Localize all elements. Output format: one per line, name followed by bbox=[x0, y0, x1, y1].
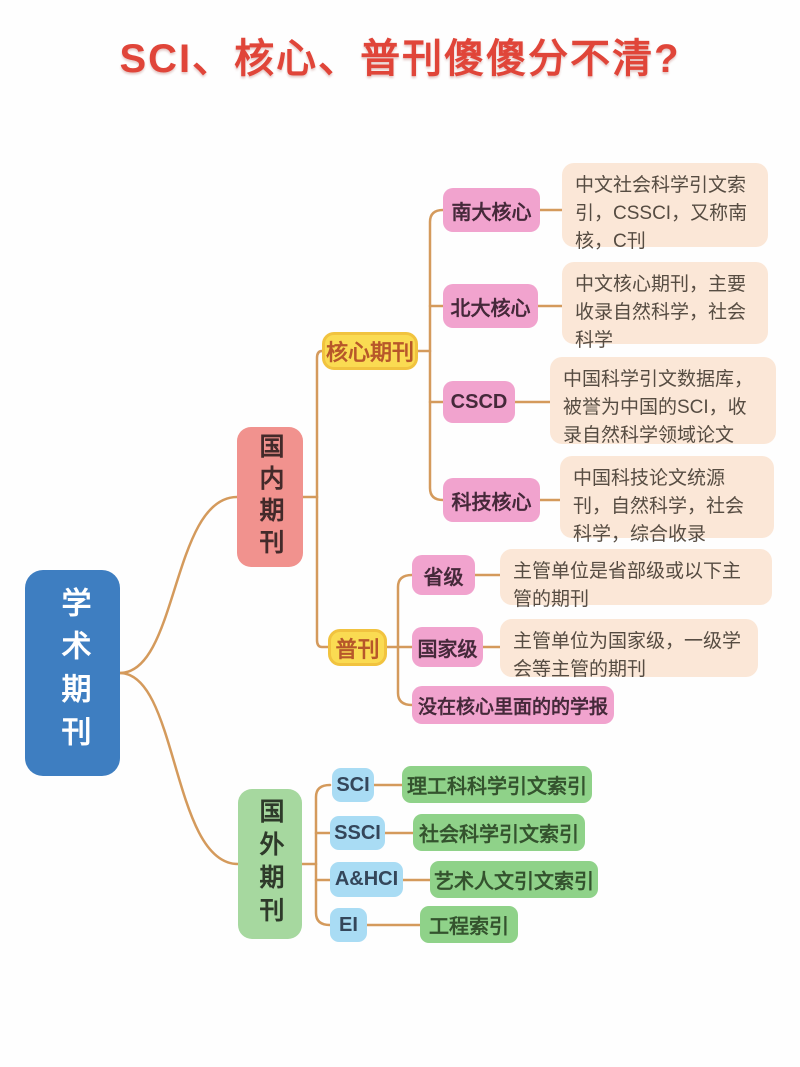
edge-root-domestic bbox=[118, 495, 239, 675]
node-ahci: A&HCI bbox=[330, 862, 403, 897]
node-sci: SCI bbox=[332, 768, 374, 802]
desc-beida-core: 中文核心期刊，主要收录自然科学，社会科学 bbox=[562, 262, 768, 351]
desc-ssci: 社会科学引文索引 bbox=[413, 814, 585, 851]
node-provincial: 省级 bbox=[412, 555, 475, 595]
branch-node-domestic-journals: 国内期刊 bbox=[237, 427, 303, 567]
node-cscd: CSCD bbox=[443, 381, 515, 423]
node-ssci: SSCI bbox=[330, 816, 385, 850]
edge-foreign-children-trunk bbox=[314, 783, 332, 927]
desc-ahci: 艺术人文引文索引 bbox=[430, 861, 598, 898]
edge-core-children-trunk bbox=[428, 208, 445, 502]
node-non-core-journals: 没在核心里面的的学报 bbox=[412, 686, 614, 724]
desc-sci: 理工科科学引文索引 bbox=[402, 766, 592, 803]
desc-cscd: 中国科学引文数据库，被誉为中国的SCI，收录自然科学领域论文 bbox=[550, 357, 776, 446]
node-national: 国家级 bbox=[412, 627, 483, 667]
branch-node-foreign-journals: 国外期刊 bbox=[238, 789, 302, 939]
node-general-journals: 普刊 bbox=[328, 629, 387, 666]
desc-national: 主管单位为国家级，一级学会等主管的期刊 bbox=[500, 619, 758, 680]
desc-keji-core: 中国科技论文统源刊，自然科学，社会科学，综合收录 bbox=[560, 456, 774, 545]
desc-provincial: 主管单位是省部级或以下主管的期刊 bbox=[500, 549, 772, 610]
page-title: SCI、核心、普刊傻傻分不清? bbox=[119, 37, 681, 81]
edge-root-foreign bbox=[118, 671, 240, 866]
node-beida-core: 北大核心 bbox=[443, 284, 538, 328]
node-nanda-core: 南大核心 bbox=[443, 188, 540, 232]
desc-nanda-core: 中文社会科学引文索引，CSSCI，又称南核，C刊 bbox=[562, 163, 768, 252]
node-core-journals: 核心期刊 bbox=[322, 332, 418, 370]
edge-trunk-core-general bbox=[315, 349, 330, 649]
node-ei: EI bbox=[330, 908, 367, 942]
edge-general-children-trunk bbox=[396, 573, 414, 707]
node-keji-core: 科技核心 bbox=[443, 478, 540, 522]
desc-ei: 工程索引 bbox=[420, 906, 518, 943]
root-node-academic-journals: 学术期刊 bbox=[25, 570, 120, 776]
